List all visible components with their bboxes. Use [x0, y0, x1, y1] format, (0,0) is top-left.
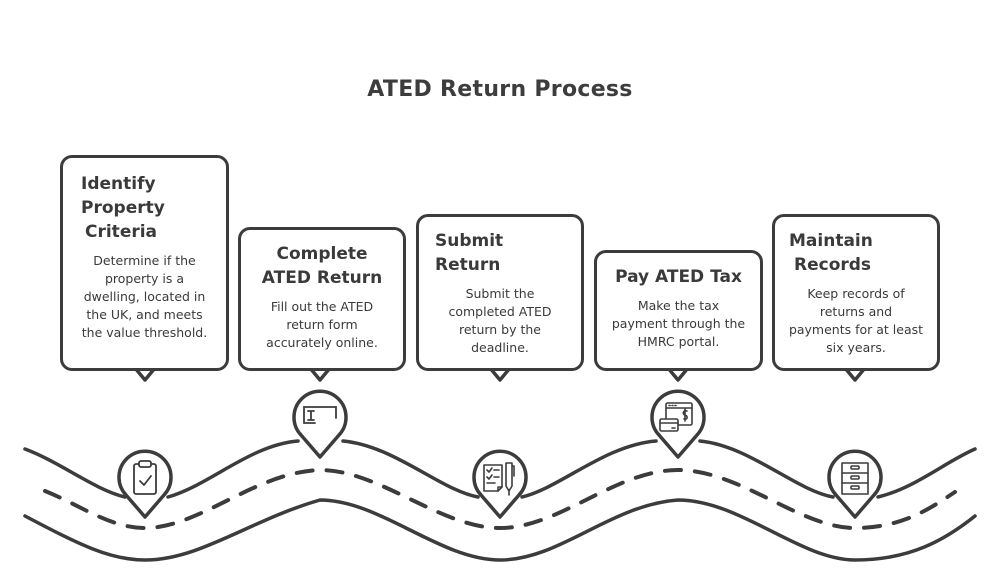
checklist-pen-icon [483, 462, 515, 496]
step-title: Submit Return [435, 229, 569, 277]
step-description: Fill out the ATED return form accurately… [266, 299, 378, 350]
step-title-line: Identify [81, 174, 156, 194]
pin-step-1[interactable] [117, 449, 173, 519]
pin-shape [827, 449, 883, 519]
step-title-line: Return [435, 255, 501, 275]
step-title-line: Property [81, 198, 165, 218]
step-title-line: Criteria [85, 222, 158, 242]
card-pointers [133, 366, 867, 382]
pointer-step-1 [133, 366, 157, 382]
step-title-line: Pay ATED Tax [615, 267, 742, 287]
pointer-step-5 [843, 366, 867, 382]
step-title: Pay ATED Tax [609, 265, 748, 289]
step-description: Determine if the property is a dwelling,… [81, 253, 208, 340]
step-title: Identify Property Criteria [81, 172, 214, 244]
step-card-1[interactable]: Identify Property Criteria Determine if … [60, 155, 229, 371]
step-title-line: Maintain [789, 231, 873, 251]
pin-step-2[interactable] [292, 389, 348, 459]
pin-step-4[interactable] [650, 389, 706, 459]
pointer-step-2 [308, 366, 332, 382]
step-title-line: ATED Return [261, 268, 383, 288]
clipboard-check-icon [133, 460, 157, 495]
step-description: Make the tax payment through the HMRC po… [611, 298, 746, 349]
road-bottom-edge [23, 498, 977, 562]
diagram-title: ATED Return Process [367, 77, 633, 102]
pin-shape [292, 389, 348, 459]
pin-step-5[interactable] [827, 449, 883, 519]
online-payment-card-icon [659, 402, 693, 432]
step-title: Maintain Records [789, 229, 925, 277]
pointer-step-4 [666, 366, 690, 382]
road-top-edge [23, 439, 977, 499]
text-input-form-icon [303, 406, 337, 424]
step-title-line: Submit [435, 231, 504, 251]
step-description: Submit the completed ATED return by the … [448, 286, 552, 355]
step-title-line: Complete [276, 244, 368, 264]
pin-step-3[interactable] [472, 449, 528, 519]
step-card-5[interactable]: Maintain Records Keep records of returns… [772, 214, 940, 371]
road-center-dashes [43, 467, 957, 531]
step-card-2[interactable]: Complete ATED Return Fill out the ATED r… [238, 227, 406, 371]
pointer-step-3 [488, 366, 512, 382]
step-card-4[interactable]: Pay ATED Tax Make the tax payment throug… [594, 250, 763, 371]
step-title: Complete ATED Return [253, 242, 391, 290]
filing-cabinet-icon [841, 462, 869, 495]
step-card-3[interactable]: Submit Return Submit the completed ATED … [416, 214, 584, 371]
pin-shape [472, 449, 528, 519]
step-description: Keep records of returns and payments for… [788, 286, 924, 355]
step-title-line: Records [794, 255, 872, 275]
